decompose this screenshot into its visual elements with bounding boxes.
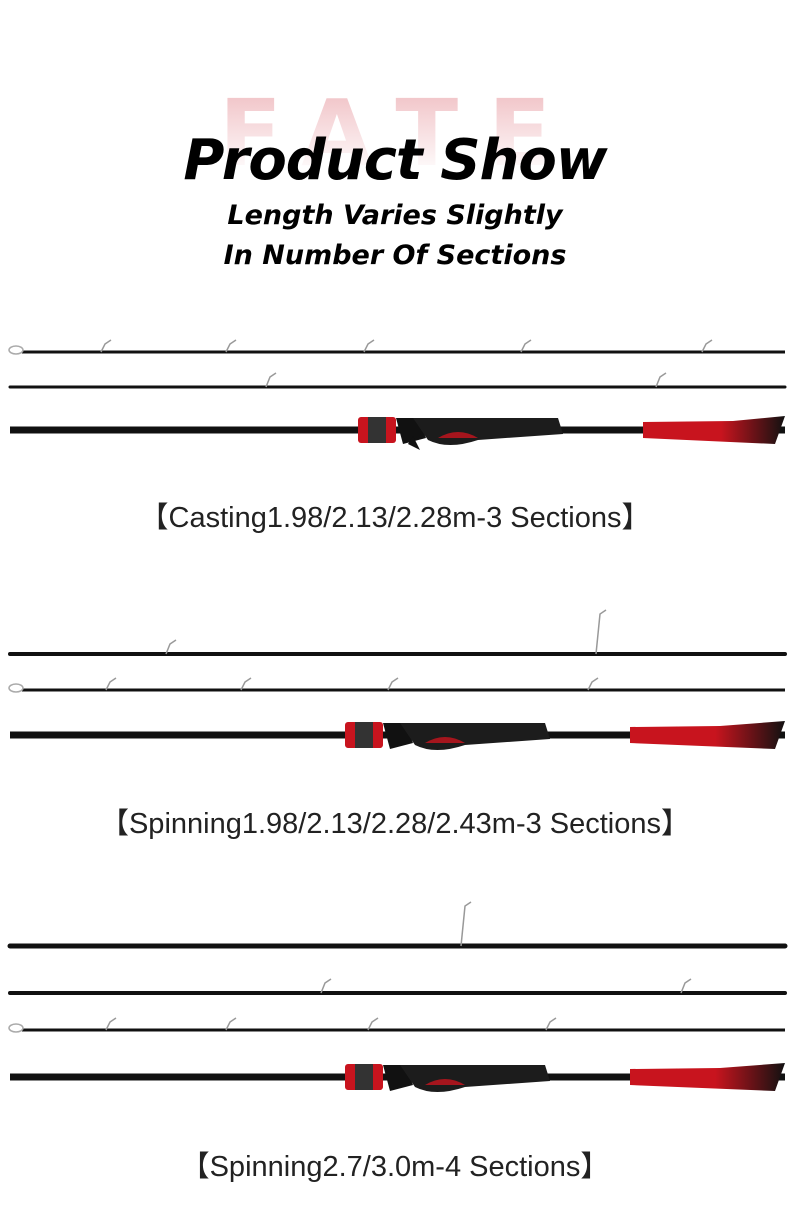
brand-watermark: FATE	[155, 88, 645, 180]
rod-guide-icon	[367, 1017, 379, 1031]
rod-guide-icon	[100, 339, 112, 353]
rear-grip	[643, 416, 785, 444]
rod-guide-icon	[387, 677, 399, 691]
rod-guide-icon	[520, 339, 532, 353]
rod-guide-icon	[595, 609, 607, 655]
rod-guide-icon	[655, 372, 667, 388]
subtitle-line-2: In Number Of Sections	[223, 240, 567, 271]
reel-seat-band	[355, 722, 373, 748]
rod-guide-icon	[105, 1017, 117, 1031]
tip-top-guide-icon	[8, 345, 24, 355]
page-title: Product Show	[183, 128, 607, 193]
grip-accent	[425, 737, 465, 743]
rod-guide-icon	[320, 978, 332, 994]
grip-accent	[438, 432, 478, 438]
rod-guide-icon	[701, 339, 713, 353]
product-caption-casting: 【Casting1.98/2.13/2.28m-3 Sections】	[139, 502, 651, 534]
trigger-icon	[408, 436, 420, 450]
rod-guide-icon	[680, 978, 692, 994]
subtitle-line-1: Length Varies Slightly	[227, 200, 563, 231]
rod-guide-icon	[225, 1017, 237, 1031]
rear-grip	[630, 721, 785, 749]
reel-seat-band	[368, 417, 386, 443]
rod-guide-icon	[225, 339, 237, 353]
rear-grip	[630, 1063, 785, 1091]
rod-guide-icon	[265, 372, 277, 388]
rod-guide-icon	[240, 677, 252, 691]
fore-grip	[400, 723, 550, 750]
tip-top-guide-icon	[8, 683, 24, 693]
fore-grip	[413, 418, 563, 445]
rod-guide-icon	[363, 339, 375, 353]
product-caption-spinning-3: 【Spinning1.98/2.13/2.28/2.43m-3 Sections…	[99, 808, 691, 840]
fore-grip	[400, 1065, 550, 1092]
rod-guide-icon	[105, 677, 117, 691]
grip-accent	[425, 1079, 465, 1085]
rod-guide-icon	[545, 1017, 557, 1031]
rod-guide-icon	[165, 639, 177, 655]
tip-top-guide-icon	[8, 1023, 24, 1033]
rod-guide-icon	[460, 901, 472, 947]
product-caption-spinning-4: 【Spinning2.7/3.0m-4 Sections】	[180, 1151, 610, 1183]
rod-guide-icon	[587, 677, 599, 691]
reel-seat-band	[355, 1064, 373, 1090]
